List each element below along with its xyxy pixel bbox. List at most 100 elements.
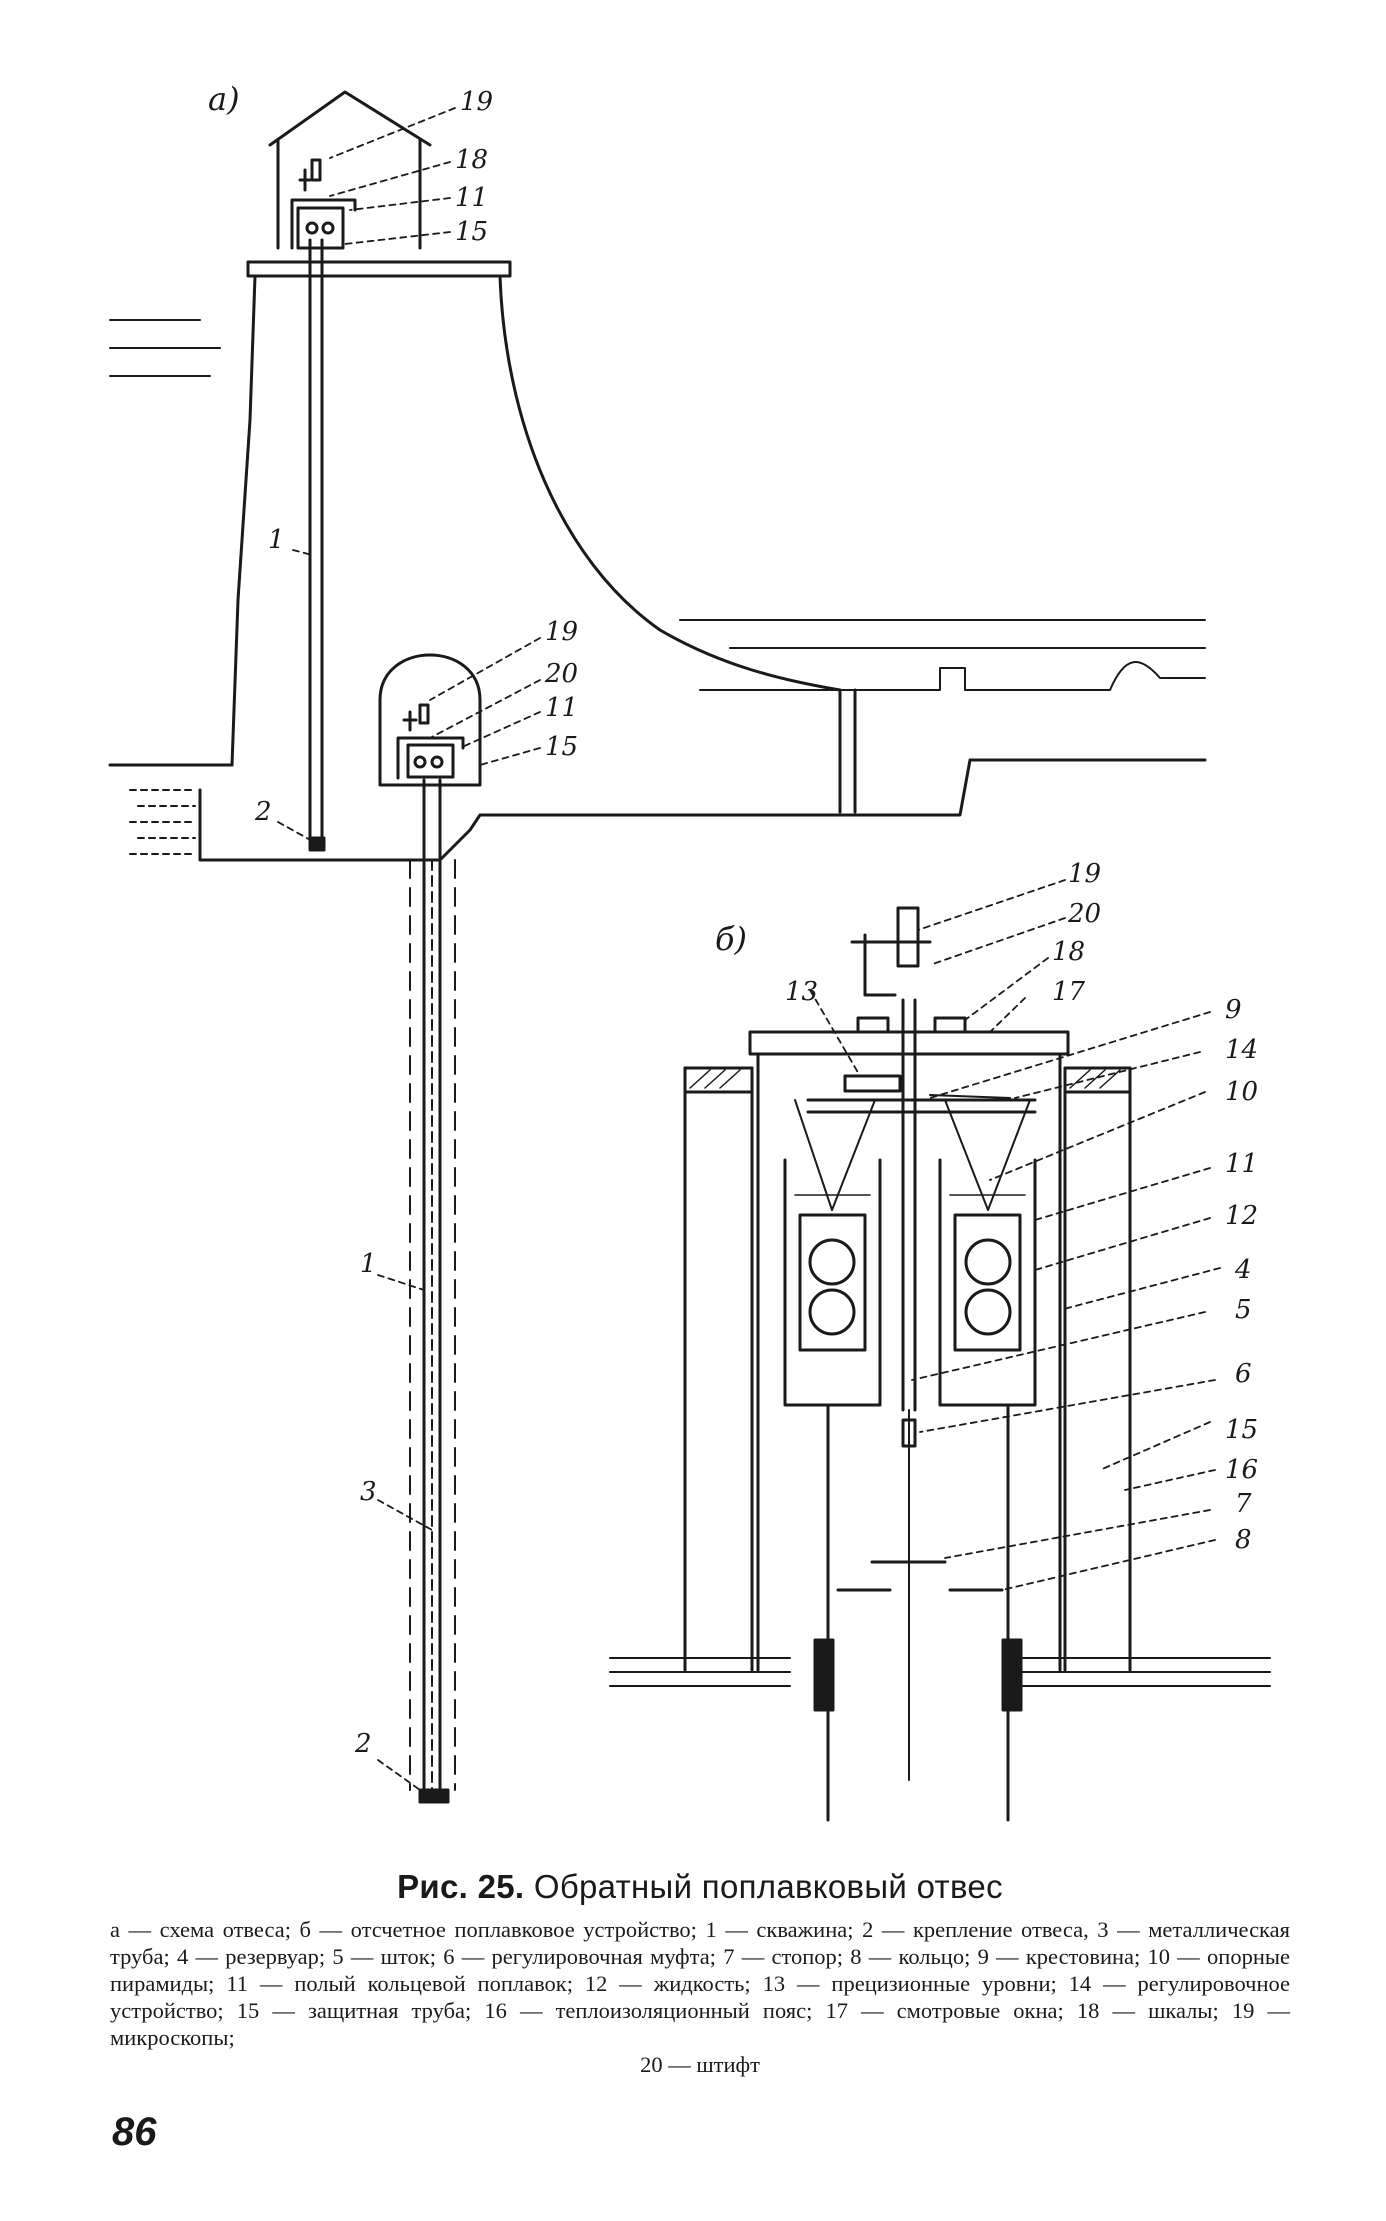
protective-tube-b [826,1403,1010,1822]
callout-b: 20 [1067,899,1101,929]
callout-b: 11 [1225,1149,1258,1179]
leader-lines-a [277,107,541,1791]
precision-level [843,1074,902,1093]
microscope-gallery [418,703,430,725]
leader-lines-b [809,879,1221,1591]
labels: а) б) 19 18 11 15 1 19 20 11 15 2 1 3 2 … [208,80,1258,1759]
callout-b: 14 [1225,1035,1258,1065]
anchor-lower [418,1788,450,1804]
caption-legend: а — схема отвеса; б — отсчетное поплавко… [110,1916,1290,2078]
reservoir-left [783,1158,882,1407]
page-number: 86 [112,2110,157,2154]
callout-a: 20 [544,659,578,689]
callout-b: 12 [1225,1201,1258,1231]
callout-b: 8 [1235,1525,1252,1555]
callout-b: 10 [1225,1077,1258,1107]
caption-number: Рис. 25. [397,1868,525,1905]
dam-downstream-face [498,274,842,692]
float-right [953,1213,1022,1352]
callout-a: 2 [354,1729,372,1759]
float-ring [808,1238,856,1286]
callout-b: 18 [1052,937,1085,967]
soil-hatch [129,789,196,855]
dam-crest [246,260,512,278]
protective-tube [409,859,456,1791]
callout-a: 19 [545,617,578,647]
panel-a-label: а) [208,80,240,118]
callout-a: 19 [460,87,493,117]
caption-title-text: Обратный поплавковый отвес [533,1868,1003,1905]
figure-reverse-float-plumb: а) б) 19 18 11 15 1 19 20 11 15 2 1 3 2 … [108,80,1271,1822]
callout-a: 15 [455,217,488,247]
float-circle [413,755,427,769]
metal-tube [422,778,442,1792]
float-ring [964,1288,1012,1336]
seal-left [813,1638,835,1712]
window-right [933,1016,967,1034]
caption-legend-text: а — схема отвеса; б — отсчетное поплавко… [110,1917,1290,2050]
microscope-upper [310,158,322,182]
panel-b-label: б) [715,920,747,958]
callout-a: 15 [545,732,578,762]
foundation-pipes [609,1657,1271,1687]
callout-b: 13 [785,977,818,1007]
panel-b-float-device [609,879,1271,1822]
scale-b [850,933,932,997]
gallery-device-box [406,743,455,779]
callout-b: 9 [1225,995,1242,1025]
scale-upper [298,168,312,192]
callout-a: 2 [254,797,272,827]
callout-b: 7 [1235,1489,1252,1519]
adjusting-coupling [901,1418,917,1448]
float-circle [305,221,319,235]
callout-b: 16 [1225,1455,1258,1485]
gallery-device-frame [396,736,465,780]
callout-b: 15 [1225,1415,1258,1445]
dam-upstream-face [230,274,257,767]
callout-b: 19 [1068,859,1101,889]
well-upper [308,238,324,842]
window-left [856,1016,890,1034]
downstream-water [679,619,1206,691]
callout-b: 5 [1235,1295,1252,1325]
inspection-gallery [378,653,482,787]
foundation [108,763,502,862]
caption-title: Рис. 25. Обратный поплавковый отвес [110,1868,1290,1906]
upstream-water [109,319,221,377]
insulation-hatch [689,1069,1121,1089]
support-pyramids [794,1099,1031,1211]
insulation-belt [683,1066,1132,1672]
callout-a: 18 [455,145,488,175]
float-circle [321,221,335,235]
scale-gallery [402,710,418,732]
callout-a: 11 [545,693,578,723]
reservoir-right [938,1158,1037,1407]
downstream-ground [498,688,1207,817]
float-ring [808,1288,856,1336]
float-left [798,1213,867,1352]
insulation-top [683,1066,1132,1094]
figure-caption: Рис. 25. Обратный поплавковый отвес а — … [110,1868,1290,2078]
callout-a: 1 [268,525,285,555]
seal-right [1001,1638,1023,1712]
float-circle [430,755,444,769]
callout-a: 1 [360,1249,377,1279]
callout-b: 6 [1235,1359,1252,1389]
rod [901,998,917,1412]
callout-b: 4 [1234,1255,1252,1285]
panel-a-dam-scheme [108,90,1207,1804]
float-ring [964,1238,1012,1286]
anchor-upper [308,836,326,852]
microscope-b [896,906,920,968]
housing-lid [748,1030,1070,1056]
upper-device-box [296,206,345,250]
adjust-device [929,1094,1011,1099]
callout-a: 11 [455,183,488,213]
crest-house [268,90,432,250]
callout-a: 3 [360,1477,377,1507]
upper-device-frame [290,198,357,250]
caption-legend-last: 20 — штифт [640,2052,760,2077]
callout-b: 17 [1052,977,1086,1007]
crosspiece [806,1098,1037,1114]
housing-walls [756,1052,1062,1672]
